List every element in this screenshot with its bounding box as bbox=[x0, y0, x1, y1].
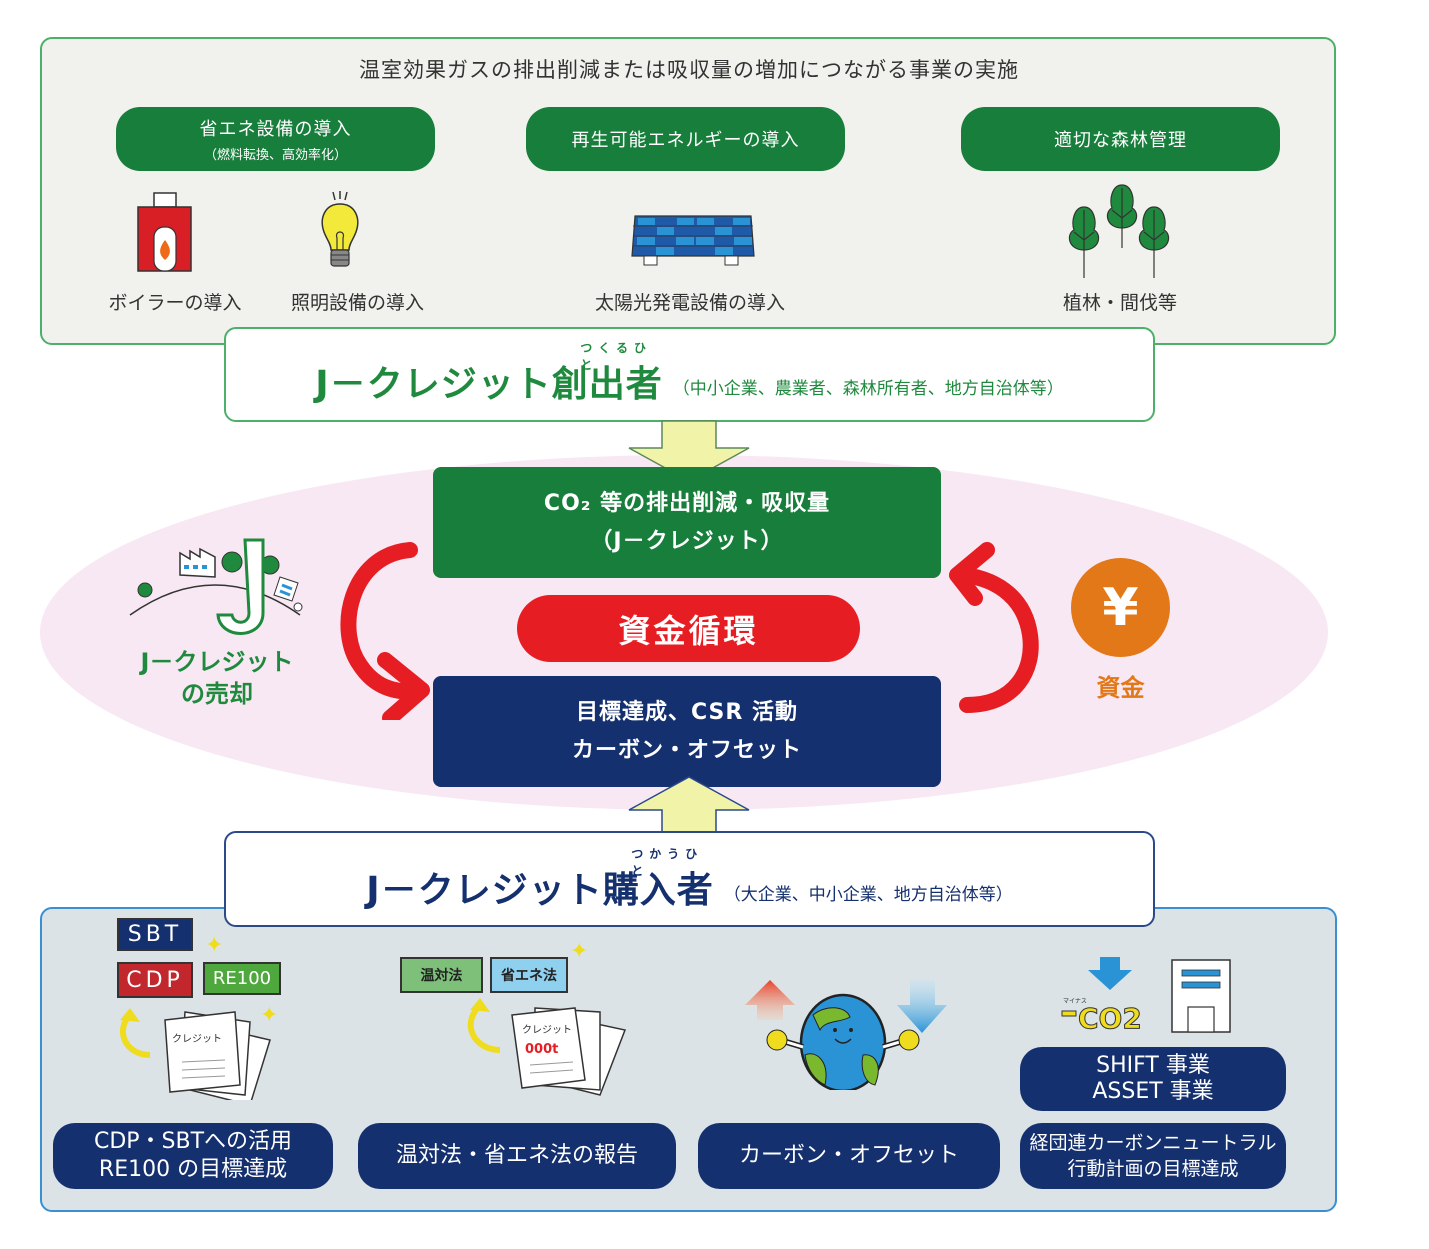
doc-text: クレジット bbox=[172, 1033, 222, 1045]
category-forest-management: 適切な森林管理 bbox=[961, 107, 1280, 171]
category-renewable-energy: 再生可能エネルギーの導入 bbox=[526, 107, 845, 171]
svg-text:✦: ✦ bbox=[260, 1003, 278, 1028]
creator-title: つくるひと J－クレジット創出者 bbox=[315, 341, 663, 407]
credit-volume-box: CO₂ 等の排出削減・吸収量 （J－クレジット） bbox=[433, 467, 941, 578]
svg-text:✦: ✦ bbox=[570, 939, 588, 964]
sbt-tag: SBT bbox=[117, 918, 193, 951]
doc-amount: 000t bbox=[525, 1042, 558, 1057]
credit-report-icon: ✦ クレジット 000t bbox=[467, 939, 627, 1096]
credit-box-line1: CO₂ 等の排出削減・吸収量 bbox=[543, 490, 831, 516]
minus-co2-icon: マイナス CO2 bbox=[1061, 957, 1231, 1035]
item-label: 植林・間伐等 bbox=[1062, 292, 1177, 314]
use-carbon-offset: カーボン・オフセット bbox=[698, 1123, 1000, 1189]
panel-title: 温室効果ガスの排出削減または吸収量の増加につながる事業の実施 bbox=[359, 58, 1019, 82]
j-credit-logo-icon bbox=[129, 538, 303, 635]
solar-panel-icon bbox=[631, 215, 755, 266]
creator-ruby: つくるひと bbox=[580, 341, 653, 372]
shift-asset-programs: SHIFT 事業 ASSET 事業 bbox=[1020, 1047, 1286, 1111]
yen-symbol: ¥ bbox=[1102, 577, 1139, 638]
sale-label-line1: J－クレジット bbox=[140, 648, 294, 676]
credit-creator-box: つくるひと J－クレジット創出者 （中小企業、農業者、森林所有者、地方自治体等） bbox=[224, 327, 1155, 422]
program-line1: SHIFT 事業 bbox=[1096, 1053, 1210, 1078]
down-arrow-icon bbox=[628, 420, 750, 482]
use-law-report: 温対法・省エネ法の報告 bbox=[358, 1123, 676, 1189]
buyer-ruby: つかうひと bbox=[631, 847, 704, 878]
use-cdp-sbt-re100: CDP・SBTへの活用 RE100 の目標達成 bbox=[53, 1123, 333, 1189]
buyer-title: つかうひと J－クレジット購入者 bbox=[366, 847, 714, 913]
fund-flow-arrow-icon bbox=[949, 542, 1039, 713]
credit-box-line2: （J－クレジット） bbox=[590, 528, 784, 554]
boiler-icon bbox=[137, 192, 192, 272]
co2-ruby: マイナス bbox=[1063, 998, 1087, 1005]
yen-icon: ¥ bbox=[1071, 558, 1170, 657]
creator-detail: （中小企業、農業者、森林所有者、地方自治体等） bbox=[672, 379, 1064, 399]
sale-flow-arrow-icon bbox=[340, 542, 430, 720]
category-label: 適切な森林管理 bbox=[1054, 130, 1187, 151]
use-label-line1: 経団連カーボンニュートラル bbox=[1029, 1132, 1277, 1154]
item-label: 太陽光発電設備の導入 bbox=[594, 292, 785, 314]
buyer-title-text: J－クレジット購入者 bbox=[366, 870, 714, 911]
category-sublabel: （燃料転換、高効率化） bbox=[203, 148, 347, 163]
credit-sale-label: J－クレジット の売却 bbox=[112, 646, 322, 710]
use-label-line2: 行動計画の目標達成 bbox=[1067, 1158, 1239, 1180]
category-label: 再生可能エネルギーの導入 bbox=[571, 130, 800, 151]
use-label-line1: カーボン・オフセット bbox=[738, 1143, 959, 1168]
trees-icon bbox=[1068, 184, 1170, 278]
credit-buyer-box: つかうひと J－クレジット購入者 （大企業、中小企業、地方自治体等） bbox=[224, 831, 1155, 927]
credit-documents-icon: ✦ ✦ クレジット bbox=[119, 933, 278, 1100]
category-label: 省エネ設備の導入 bbox=[199, 119, 352, 140]
goal-box-line2: カーボン・オフセット bbox=[571, 737, 802, 763]
sale-label-line2: の売却 bbox=[181, 680, 253, 708]
item-label: 照明設備の導入 bbox=[290, 292, 424, 314]
earth-offset-icon bbox=[745, 980, 947, 1090]
program-line2: ASSET 事業 bbox=[1092, 1079, 1214, 1104]
item-label: ボイラーの導入 bbox=[108, 292, 242, 314]
fund-cycle-label: 資金循環 bbox=[517, 595, 860, 662]
goal-box-line1: 目標達成、CSR 活動 bbox=[576, 699, 798, 725]
category-energy-saving: 省エネ設備の導入 （燃料転換、高効率化） bbox=[116, 107, 435, 171]
use-keidanren-target: 経団連カーボンニュートラル 行動計画の目標達成 bbox=[1020, 1123, 1286, 1189]
co2-text: CO2 bbox=[1078, 1002, 1142, 1035]
cdp-tag: CDP bbox=[117, 962, 193, 998]
svg-text:✦: ✦ bbox=[205, 933, 223, 958]
use-label-line2: RE100 の目標達成 bbox=[98, 1157, 288, 1182]
goal-achievement-box: 目標達成、CSR 活動 カーボン・オフセット bbox=[433, 676, 941, 787]
shoene-tag: 省エネ法 bbox=[490, 957, 568, 993]
use-label-line1: 温対法・省エネ法の報告 bbox=[395, 1143, 638, 1168]
creator-title-text: J－クレジット創出者 bbox=[315, 364, 663, 405]
light-bulb-icon bbox=[321, 191, 359, 267]
fund-label: 資金 bbox=[1096, 674, 1145, 702]
up-arrow-icon bbox=[628, 776, 750, 838]
buyer-detail: （大企業、中小企業、地方自治体等） bbox=[723, 885, 1013, 905]
doc-text: クレジット bbox=[522, 1024, 572, 1036]
use-label-line1: CDP・SBTへの活用 bbox=[93, 1129, 293, 1154]
ontaiho-tag: 温対法 bbox=[400, 957, 483, 993]
re100-tag: RE100 bbox=[203, 962, 281, 995]
